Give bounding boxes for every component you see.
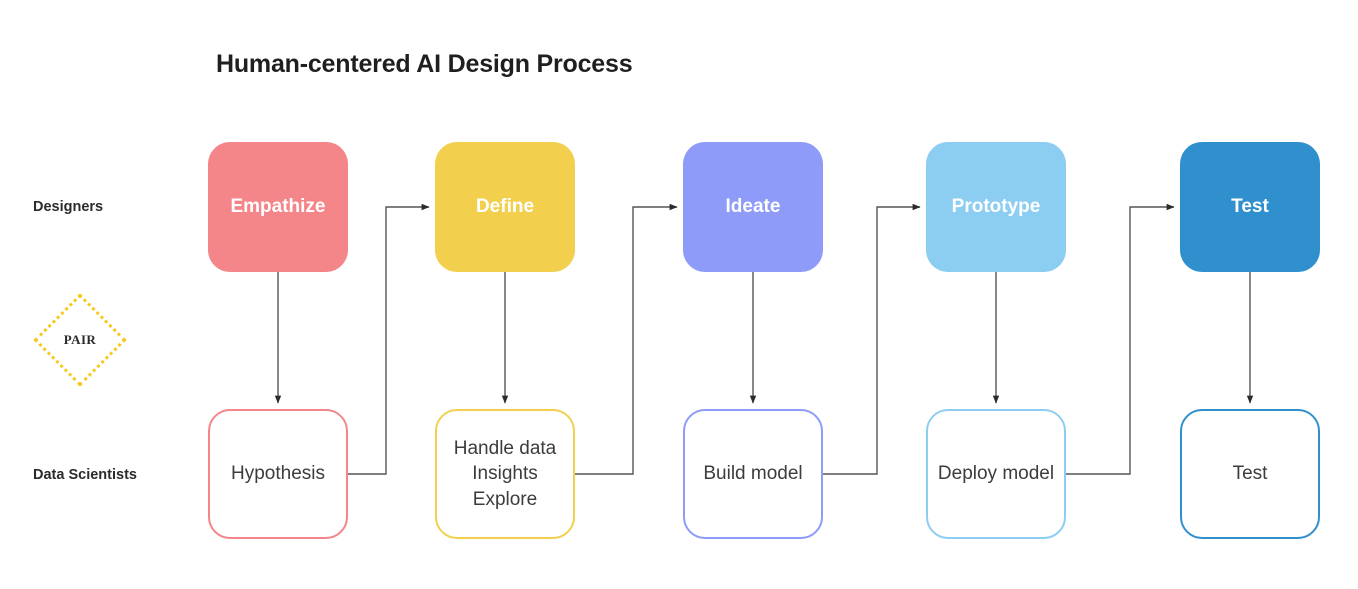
stage-box-define[interactable]: Define [435, 142, 575, 272]
stage-label-empathize: Empathize [230, 196, 326, 217]
task-label-build-model: Build model [703, 463, 803, 485]
task-box-deploy-model[interactable]: Deploy model [926, 409, 1066, 539]
row-label-designers: Designers [33, 199, 104, 215]
stage-box-test[interactable]: Test [1180, 142, 1320, 272]
stage-box-empathize[interactable]: Empathize [208, 142, 348, 272]
stage-label-prototype: Prototype [951, 196, 1041, 217]
stage-label-ideate: Ideate [725, 196, 781, 217]
arrow-deploy-to-test [1066, 203, 1175, 475]
task-label-test: Test [1232, 463, 1268, 485]
task-label-deploy-model: Deploy model [937, 463, 1055, 485]
row-label-data-scientists: Data Scientists [33, 467, 137, 483]
stage-box-prototype[interactable]: Prototype [926, 142, 1066, 272]
arrow-hypothesis-to-define [348, 203, 430, 475]
task-box-build-model[interactable]: Build model [683, 409, 823, 539]
task-label-handle-data: Handle data Insights Explore [453, 437, 557, 510]
task-box-handle-data[interactable]: Handle data Insights Explore [435, 409, 575, 539]
stage-label-define: Define [475, 196, 535, 217]
pair-badge: PAIR [33, 293, 127, 387]
arrow-buildmodel-to-prototype [823, 203, 921, 475]
stage-label-test: Test [1231, 196, 1269, 217]
page-title: Human-centered AI Design Process [216, 50, 633, 78]
task-box-test[interactable]: Test [1180, 409, 1320, 539]
pair-badge-label: PAIR [63, 332, 97, 347]
task-label-hypothesis: Hypothesis [231, 463, 325, 485]
stage-box-ideate[interactable]: Ideate [683, 142, 823, 272]
arrow-explore-to-ideate [575, 203, 678, 475]
task-box-hypothesis[interactable]: Hypothesis [208, 409, 348, 539]
